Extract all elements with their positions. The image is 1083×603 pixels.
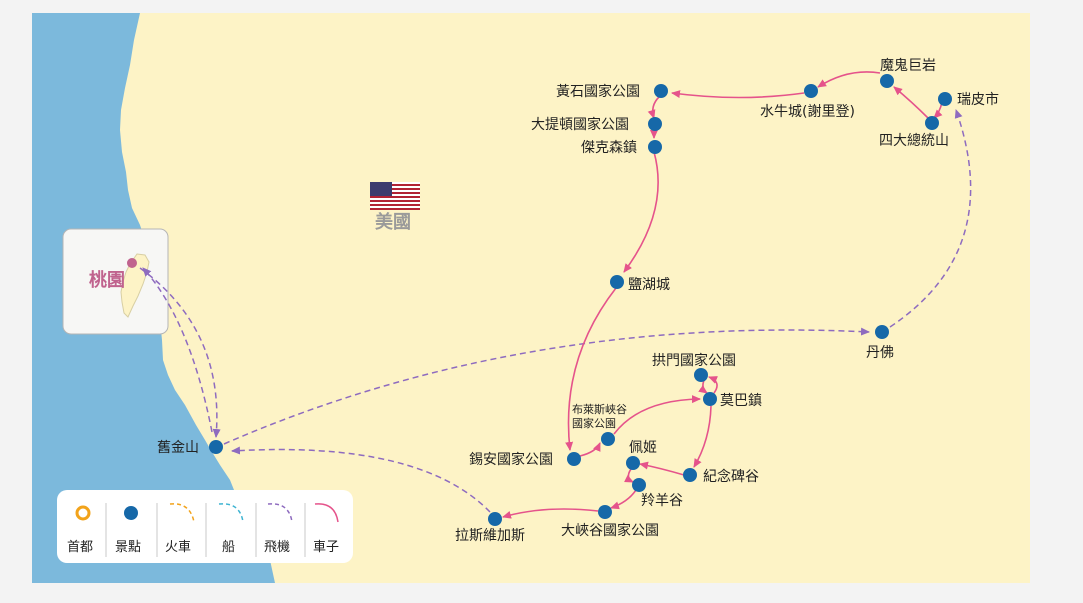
- legend-car-icon: [314, 503, 339, 523]
- label-moab: 莫巴鎮: [720, 393, 762, 409]
- spot-rushmore: [925, 116, 939, 130]
- country-label: 美國: [375, 211, 411, 233]
- origin-marker: [127, 258, 137, 268]
- label-arches: 拱門國家公園: [652, 352, 736, 369]
- label-yellowstone: 黃石國家公園: [556, 83, 640, 100]
- legend-capital-icon: [75, 505, 91, 521]
- label-page: 佩姬: [629, 440, 657, 456]
- route-moab-monument: [693, 405, 712, 468]
- label-jackson: 傑克森鎮: [581, 140, 637, 156]
- label-denver: 丹佛: [866, 345, 894, 361]
- legend-spot-icon: [124, 506, 138, 520]
- spot-jackson: [648, 140, 662, 154]
- label-rushmore: 四大總統山: [879, 132, 949, 149]
- legend-plane-label: 飛機: [264, 540, 290, 555]
- route-buffalo-yellowstone: [671, 90, 805, 99]
- legend-train-icon: [169, 503, 195, 523]
- legend-capital-label: 首都: [67, 540, 93, 555]
- spot-buffalo: [804, 84, 818, 98]
- label-vegas: 拉斯維加斯: [455, 528, 525, 544]
- label-bryce-line1: 布萊斯峽谷: [572, 403, 627, 416]
- route-moab-arches: [708, 376, 718, 394]
- label-zion: 錫安國家公園: [469, 451, 553, 468]
- spot-moab: [703, 392, 717, 406]
- spot-vegas: [488, 512, 502, 526]
- label-rapid: 瑞皮市: [957, 91, 999, 108]
- route-monument-page: [639, 461, 685, 476]
- spot-rapid: [938, 92, 952, 106]
- spot-zion: [567, 452, 581, 466]
- spot-yellowstone: [654, 84, 668, 98]
- label-buffalo: 水牛城(謝里登): [760, 104, 855, 120]
- route-denver-rapid: [889, 109, 972, 328]
- route-grand-vegas: [502, 508, 599, 519]
- route-vegas-sf: [231, 446, 491, 513]
- legend-car-label: 車子: [313, 540, 339, 555]
- spot-bryce: [601, 432, 615, 446]
- label-devils: 魔鬼巨岩: [880, 58, 936, 74]
- legend-plane-icon: [267, 503, 293, 523]
- route-zion-bryce: [579, 442, 601, 457]
- spot-grand: [598, 505, 612, 519]
- spot-denver: [875, 325, 889, 339]
- label-bryce-line2: 國家公園: [572, 416, 616, 430]
- label-grand: 大峽谷國家公園: [561, 522, 659, 539]
- spot-arches: [694, 368, 708, 382]
- route-slc-zion: [565, 287, 617, 451]
- label-antelope: 羚羊谷: [641, 493, 683, 509]
- route-sf-taoyuan: [142, 267, 213, 433]
- spot-slc: [610, 275, 624, 289]
- legend-ship-icon: [218, 503, 244, 523]
- legend-train-label: 火車: [165, 540, 191, 555]
- legend-ship-label: 船: [222, 540, 235, 555]
- spot-page: [626, 456, 640, 470]
- spot-monument: [683, 468, 697, 482]
- route-rushmore-devils: [893, 86, 929, 119]
- land: [120, 13, 1030, 583]
- route-bryce-moab: [613, 395, 701, 435]
- route-antelope-grand: [610, 489, 637, 510]
- route-sf-denver: [223, 327, 870, 445]
- label-monument: 紀念碑谷: [703, 468, 759, 485]
- label-teton: 大提頓國家公園: [531, 116, 629, 133]
- label-slc: 鹽湖城: [628, 277, 670, 293]
- spot-devils: [880, 74, 894, 88]
- route-yellowstone-teton: [647, 96, 660, 119]
- route-page-antelope: [624, 468, 634, 483]
- label-sf: 舊金山: [157, 440, 199, 456]
- spot-sf: [209, 440, 223, 454]
- spot-teton: [648, 117, 662, 131]
- route-jackson-slc: [623, 151, 659, 273]
- legend-spot-label: 景點: [115, 540, 141, 555]
- us-flag-icon: [370, 182, 420, 210]
- origin-label: 桃園: [89, 269, 125, 291]
- spot-antelope: [632, 478, 646, 492]
- route-devils-buffalo: [817, 71, 881, 88]
- route-taoyuan-sf: [139, 267, 221, 438]
- legend: 首都 景點 火車 船 飛機 車子: [57, 490, 353, 563]
